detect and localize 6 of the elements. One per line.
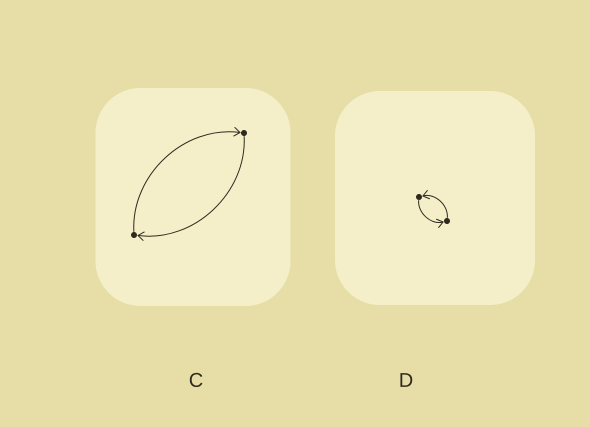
blob-label: D [400,373,412,387]
curved-arrow [422,190,448,218]
curved-arrow [137,136,245,242]
curved-arrow [418,200,444,228]
blob-label: C [190,372,202,388]
curved-arrow [133,126,241,232]
